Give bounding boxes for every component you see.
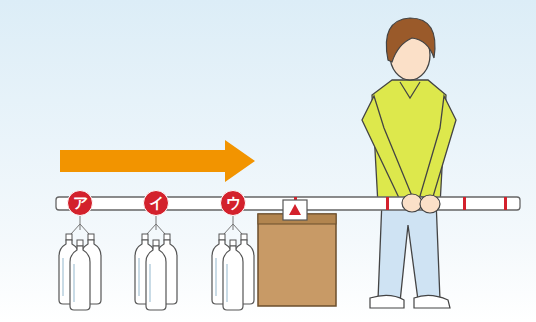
person-head [386, 18, 435, 80]
position-marker: ア [67, 190, 93, 216]
bottle-weights [59, 204, 254, 310]
support-box [258, 214, 336, 306]
position-marker: ウ [220, 190, 246, 216]
person-body [362, 80, 456, 205]
person-hands [402, 194, 440, 213]
fulcrum-sign [283, 200, 307, 220]
marker-letter: ウ [226, 196, 241, 211]
position-marker: イ [143, 190, 169, 216]
marker-letter: イ [149, 196, 164, 211]
marker-letter: ア [73, 196, 88, 211]
direction-arrow [60, 140, 255, 182]
person-legs [370, 200, 450, 308]
